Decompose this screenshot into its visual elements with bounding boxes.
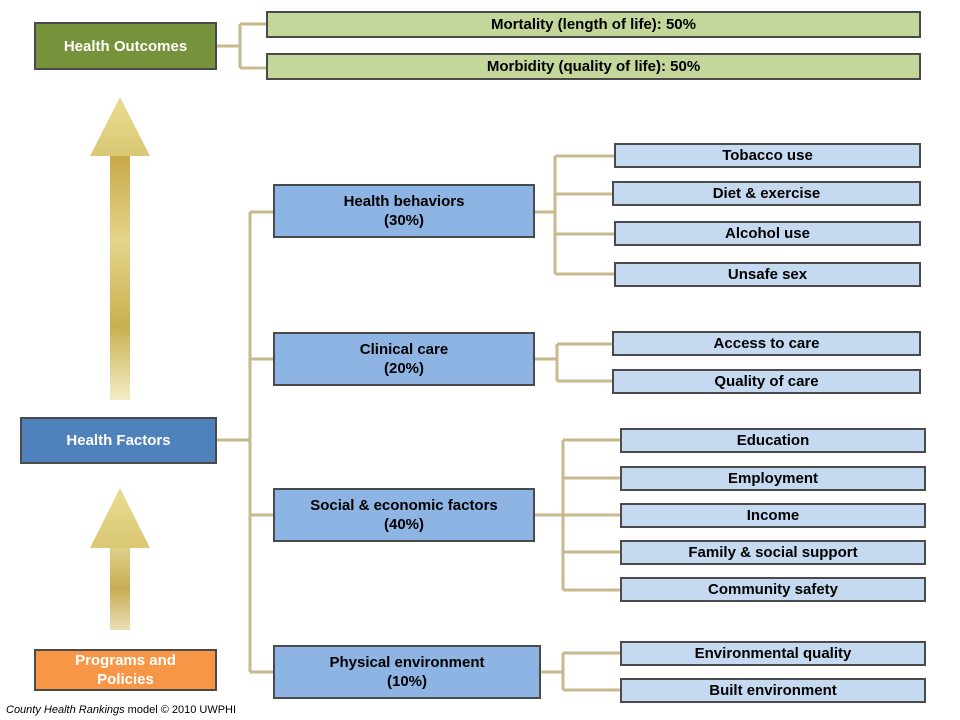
factor-label: Physical environment: [329, 654, 485, 671]
copyright-footer: County Health Rankings model © 2010 UWPH…: [6, 704, 236, 716]
environmental-quality-box: Environmental quality: [620, 641, 926, 666]
health-behaviors-box: Health behaviors (30%): [273, 184, 535, 238]
education-box: Education: [620, 428, 926, 453]
tobacco-use-box: Tobacco use: [614, 143, 921, 168]
health-factors-label: Health Factors: [66, 432, 171, 449]
programs-line1: Programs and: [75, 652, 176, 669]
footer-model-name: County Health Rankings: [6, 704, 125, 716]
sub-item-label: Alcohol use: [724, 225, 810, 242]
built-environment-box: Built environment: [620, 678, 926, 703]
health-outcomes-label: Health Outcomes: [63, 37, 188, 55]
unsafe-sex-box: Unsafe sex: [614, 262, 921, 287]
health-factors-box: Health Factors: [20, 417, 217, 464]
physical-environment-box: Physical environment (10%): [273, 645, 541, 699]
programs-line2: Policies: [97, 671, 154, 688]
morbidity-label: Morbidity (quality of life): 50%: [486, 58, 701, 75]
factor-weight: (30%): [383, 212, 424, 229]
income-box: Income: [620, 503, 926, 528]
health-outcomes-box: Health Outcomes: [34, 22, 217, 70]
sub-item-label: Quality of care: [714, 373, 819, 390]
factor-label: Health behaviors: [343, 193, 465, 210]
sub-item-label: Built environment: [709, 682, 837, 699]
mortality-label: Mortality (length of life): 50%: [490, 16, 696, 33]
programs-policies-box: Programs and Policies: [34, 649, 217, 691]
employment-box: Employment: [620, 466, 926, 491]
footer-copyright: model © 2010 UWPHI: [124, 704, 237, 716]
arrow-factors-to-outcomes: [90, 97, 150, 400]
diet-exercise-box: Diet & exercise: [612, 181, 921, 206]
sub-item-label: Income: [746, 507, 800, 524]
clinical-care-box: Clinical care (20%): [273, 332, 535, 386]
factor-weight: (40%): [383, 516, 424, 533]
social-economic-box: Social & economic factors (40%): [273, 488, 535, 542]
sub-item-label: Tobacco use: [722, 147, 813, 164]
sub-item-label: Education: [736, 432, 810, 449]
alcohol-use-box: Alcohol use: [614, 221, 921, 246]
sub-item-label: Family & social support: [688, 544, 858, 561]
access-to-care-box: Access to care: [612, 331, 921, 356]
sub-item-label: Unsafe sex: [727, 266, 808, 283]
sub-item-label: Diet & exercise: [712, 185, 821, 202]
sub-item-label: Community safety: [707, 581, 839, 598]
sub-item-label: Access to care: [713, 335, 820, 352]
quality-of-care-box: Quality of care: [612, 369, 921, 394]
morbidity-box: Morbidity (quality of life): 50%: [266, 53, 921, 80]
factor-weight: (10%): [386, 673, 427, 690]
sub-item-label: Employment: [727, 470, 818, 487]
factor-label: Clinical care: [359, 341, 449, 358]
factor-label: Social & economic factors: [310, 497, 498, 514]
factor-weight: (20%): [383, 360, 424, 377]
mortality-box: Mortality (length of life): 50%: [266, 11, 921, 38]
sub-item-label: Environmental quality: [694, 645, 852, 662]
arrow-programs-to-factors: [90, 488, 150, 630]
community-safety-box: Community safety: [620, 577, 926, 602]
family-social-support-box: Family & social support: [620, 540, 926, 565]
